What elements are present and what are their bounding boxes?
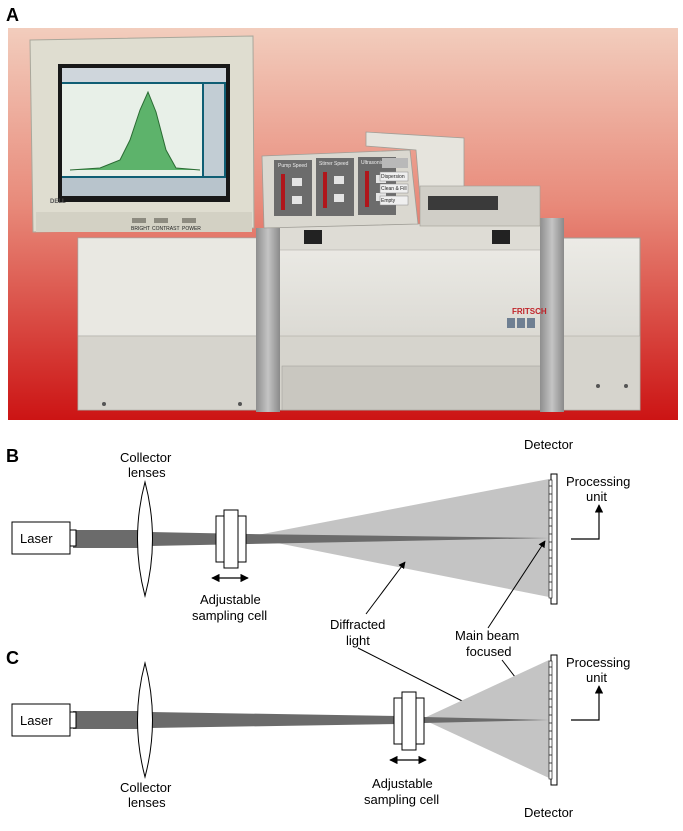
monitor-button-label-1: BRIGHT — [131, 226, 150, 232]
monitor-button-bright — [132, 218, 146, 223]
cell-window-b-right — [237, 515, 247, 563]
processing-arrow-b — [571, 504, 604, 540]
diagram-c: Laser Collector lenses Adjustable sampli… — [11, 654, 630, 820]
screen-side-panel — [204, 84, 224, 176]
cell-label-b-2: sampling cell — [192, 608, 267, 623]
detector-label-c: Detector — [524, 805, 574, 820]
processing-label-b-1: Processing — [566, 474, 630, 489]
latch-left — [304, 230, 322, 244]
control-module-2 — [316, 158, 354, 216]
cell-label-c-1: Adjustable — [372, 776, 433, 791]
diffracted-label-1: Diffracted — [330, 617, 385, 632]
mainbeam-label-2: focused — [466, 644, 512, 659]
monitor-button-contrast — [154, 218, 168, 223]
sample-unit: Pump Speed Stirrer Speed Ultrasonic Disp… — [261, 131, 541, 229]
clamp-band-left — [256, 228, 280, 412]
detector-b — [548, 473, 558, 605]
screen-statusbar — [62, 178, 226, 196]
laser-box-c — [11, 703, 71, 737]
diffracted-label-2: light — [346, 633, 370, 648]
cell-label-c-2: sampling cell — [364, 792, 439, 807]
processing-label-c-1: Processing — [566, 655, 630, 670]
collector-label-c-2: lenses — [128, 795, 166, 810]
instrument-photo: DELL BRIGHT CONTRAST POWER FRITSCH — [8, 28, 678, 420]
laser-label-b: Laser — [20, 531, 53, 546]
panel-c-letter: C — [6, 648, 19, 668]
screen-distribution-curve — [69, 90, 201, 171]
laser-nozzle-b — [69, 529, 77, 547]
processing-label-b-2: unit — [586, 489, 607, 504]
diagram-b: Laser Collector lenses Adjustable sampli… — [11, 437, 630, 623]
diffracted-arrow-c — [357, 647, 471, 706]
diffracted-arrow-b — [365, 561, 406, 615]
detector-label-b: Detector — [524, 437, 574, 452]
processing-arrow-c — [571, 685, 604, 721]
main-beam-b — [73, 530, 549, 548]
laser-label-c: Laser — [20, 713, 53, 728]
monitor-button-power — [182, 218, 196, 223]
main-beam-c — [73, 711, 549, 729]
latch-right — [492, 230, 510, 244]
collector-lens-b — [137, 480, 153, 598]
collector-label-b-2: lenses — [128, 465, 166, 480]
sample-cell-slot — [428, 196, 498, 210]
cell-window-c-right — [415, 697, 425, 745]
control-module-1 — [274, 160, 312, 216]
cell-body-b — [223, 509, 239, 569]
processing-label-c-2: unit — [586, 670, 607, 685]
collector-label-b-1: Collector — [120, 450, 172, 465]
cell-body-c — [401, 691, 417, 751]
monitor-button-label-3: POWER — [182, 226, 201, 232]
control-title-2: Stirrer Speed — [319, 161, 349, 167]
mainbeam-arrow-b — [487, 540, 546, 629]
screen-toolbar — [62, 68, 226, 82]
control-title-3: Ultrasonic — [361, 160, 384, 166]
cell-window-b-left — [215, 515, 225, 563]
monitor: DELL BRIGHT CONTRAST POWER — [29, 35, 255, 233]
panel-b-letter: B — [6, 446, 19, 466]
clamp-band-right — [540, 218, 564, 412]
control-button-label-1: Dispersion — [381, 174, 405, 180]
panel-a-letter: A — [6, 5, 19, 25]
instrument-brand: FRITSCH — [512, 307, 547, 316]
collector-label-c-1: Collector — [120, 780, 172, 795]
control-button-label-2: Clean & Fill — [381, 186, 407, 192]
mainbeam-label-1: Main beam — [455, 628, 519, 643]
detector-c — [548, 654, 558, 786]
collector-lens-c — [137, 661, 153, 779]
monitor-brand: DELL — [50, 199, 66, 205]
annotations: Diffracted light Main beam focused — [330, 540, 546, 717]
control-button-label-3: Empty — [381, 198, 396, 204]
cell-label-b-1: Adjustable — [200, 592, 261, 607]
monitor-button-label-2: CONTRAST — [152, 226, 180, 232]
instrument-body: FRITSCH — [77, 218, 641, 412]
control-title-1: Pump Speed — [278, 163, 307, 169]
cell-window-c-left — [393, 697, 403, 745]
laser-nozzle-c — [69, 711, 77, 729]
